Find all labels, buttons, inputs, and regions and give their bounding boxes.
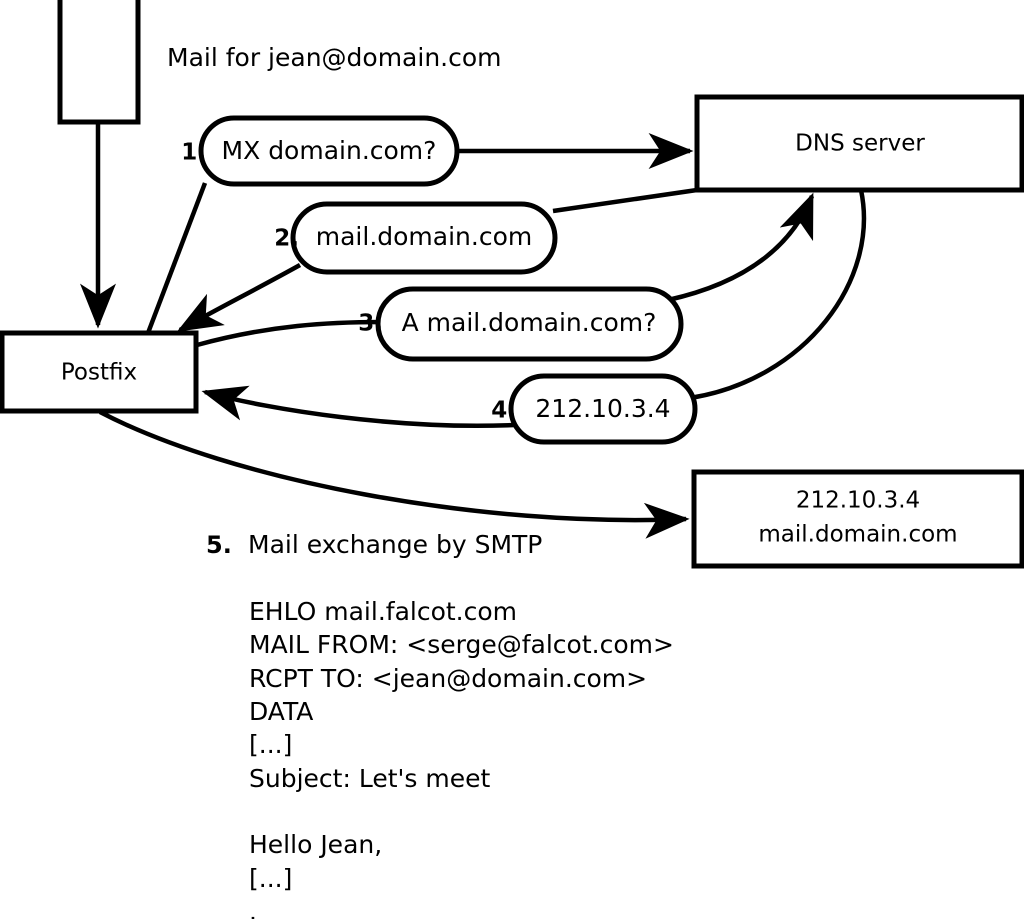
node-target-mail-box [691,469,1024,569]
step-number-5: 5. [206,531,232,559]
transcript-line: MAIL FROM: <serge@falcot.com> [249,630,674,659]
edge-postfix-to-mx-query [145,182,208,334]
node-postfix-label: Postfix [61,360,137,386]
step-number-4: 4. [491,398,516,424]
bubble-step-3 [375,286,684,362]
smtp-transcript: EHLO mail.falcot.com MAIL FROM: <serge@f… [249,597,674,919]
bubble-step-4-label: 212.10.3.4 [535,394,670,423]
bubble-step-1-label: MX domain.com? [222,136,437,165]
edge-postfix-to-a-query [196,319,383,348]
transcript-line: . [249,897,257,919]
edge-a-query-to-dns [667,192,815,303]
transcript-line: Hello Jean, [249,830,382,859]
transcript-line: Subject: Let's meet [249,764,490,793]
bubble-step-2-label: mail.domain.com [316,222,532,251]
transcript-line: DATA [249,697,313,726]
step-number-1: 1. [181,140,206,166]
transcript-line: [...] [249,864,292,893]
step-number-3: 3. [358,311,383,337]
node-sender-box [57,0,141,125]
transcript-line: EHLO mail.falcot.com [249,597,517,626]
edge-dns-to-a-answer [689,189,867,401]
edge-dns-to-mx-answer [552,187,698,214]
edge-a-answer-to-postfix [201,385,516,429]
note-mail-for: Mail for jean@domain.com [167,43,502,72]
edge-postfix-to-target-smtp [98,410,690,539]
bubble-step-1 [198,115,460,187]
transcript-line: [...] [249,730,292,759]
bubble-step-3-label: A mail.domain.com? [402,308,657,337]
step-5-label: Mail exchange by SMTP [248,530,542,559]
transcript-line: RCPT TO: <jean@domain.com> [249,664,647,693]
bubble-step-2 [290,201,558,275]
node-dns-label: DNS server [795,131,925,157]
edge-mx-answer-to-postfix [176,263,302,332]
node-postfix-box [0,330,199,414]
node-dns-box [694,94,1024,193]
bubble-step-4 [508,373,698,445]
step-number-2: 2. [274,226,299,252]
node-target-mail-host: mail.domain.com [758,522,957,548]
node-target-mail-ip: 212.10.3.4 [796,488,920,514]
